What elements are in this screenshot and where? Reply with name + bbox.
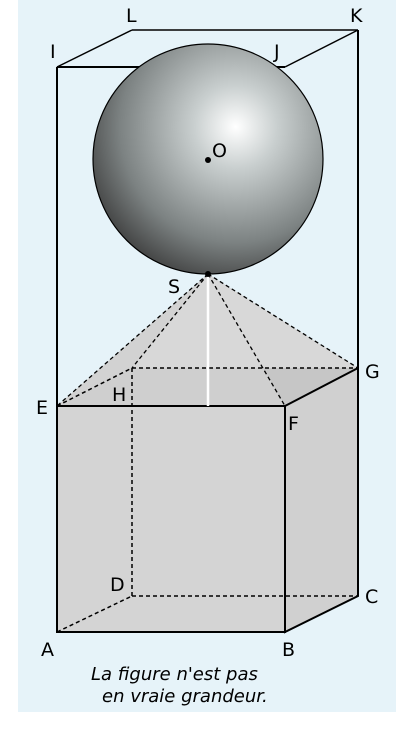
label-S: S (168, 276, 180, 298)
label-L: L (126, 5, 137, 27)
edge-SF (207, 273, 286, 407)
edge-EH (56, 367, 133, 407)
label-O: O (212, 140, 227, 162)
edge-IL (56, 29, 133, 68)
edge-SE (56, 273, 209, 407)
label-G: G (365, 361, 380, 383)
label-C: C (365, 586, 378, 608)
label-H: H (112, 384, 126, 406)
edge-JK (284, 29, 359, 68)
label-E: E (36, 397, 48, 419)
label-K: K (350, 5, 363, 27)
cube-right-face (284, 366, 359, 634)
label-F: F (288, 413, 299, 435)
label-A: A (41, 639, 54, 661)
apex-point-S (205, 271, 211, 277)
caption-line-2: en vraie grandeur. (102, 686, 268, 707)
edge-SH (131, 273, 209, 369)
label-I: I (50, 41, 56, 63)
label-D: D (110, 574, 125, 596)
edge-SG (207, 273, 359, 369)
caption-line-1: La figure n'est pas (91, 664, 258, 685)
label-J: J (273, 41, 280, 63)
cube-front-face (56, 405, 286, 633)
pyramid-face-back (132, 274, 358, 368)
center-point-O (205, 157, 211, 163)
label-B: B (282, 639, 295, 661)
